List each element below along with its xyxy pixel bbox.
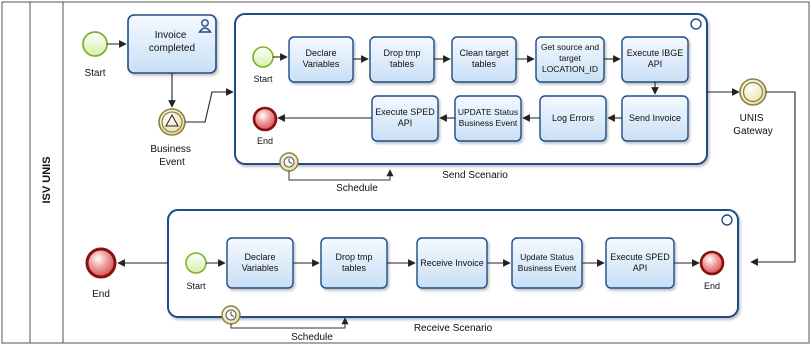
send-inner-start-label: Start [253, 74, 273, 84]
schedule-timer-top[interactable] [279, 152, 299, 172]
user-icon [198, 19, 212, 33]
task-log-errors-label: Log Errors [552, 113, 595, 123]
send-scenario-label: Send Scenario [442, 170, 508, 181]
task-send-invoice-label: Send Invoice [629, 113, 681, 123]
receive-inner-end-label: End [704, 281, 720, 291]
unis-gateway-label: UNIS Gateway [733, 113, 772, 137]
schedule-label-bottom: Schedule [291, 332, 333, 343]
send-inner-start[interactable] [252, 46, 274, 68]
send-inner-end-label: End [257, 136, 273, 146]
schedule-timer-bottom[interactable] [221, 305, 241, 325]
unis-gateway[interactable] [739, 78, 767, 106]
end-event-label: End [92, 289, 110, 300]
business-event-line-1: Business [150, 144, 191, 155]
business-event-line-2: Event [159, 157, 185, 168]
gateway-line-1: UNIS [740, 113, 764, 124]
start-event-label: Start [84, 68, 105, 79]
top-sequence-flows [107, 40, 740, 123]
invoice-completed-label: Invoice completed [149, 30, 195, 54]
receive-inner-start-label: Start [186, 281, 206, 291]
receive-inner-start[interactable] [185, 252, 207, 274]
end-event[interactable] [85, 247, 117, 279]
start-event[interactable] [82, 31, 108, 57]
invoice-line-1: Invoice [155, 30, 187, 41]
receive-inner-end[interactable] [699, 250, 725, 276]
task-receive-invoice-label: Receive Invoice [420, 258, 484, 268]
gateway-to-receive-flow [750, 91, 796, 266]
signal-icon [165, 113, 179, 127]
business-event-label: Business Event [150, 144, 193, 168]
schedule-label-top: Schedule [336, 183, 378, 194]
lane-label: ISV UNIS [41, 156, 53, 203]
business-event[interactable] [158, 108, 186, 136]
send-inner-end[interactable] [252, 106, 278, 132]
invoice-line-2: completed [149, 43, 195, 54]
receive-scenario-label: Receive Scenario [414, 323, 493, 334]
gateway-line-2: Gateway [733, 126, 772, 137]
subprocess-marker-bottom [721, 214, 733, 226]
subprocess-marker [690, 18, 702, 30]
